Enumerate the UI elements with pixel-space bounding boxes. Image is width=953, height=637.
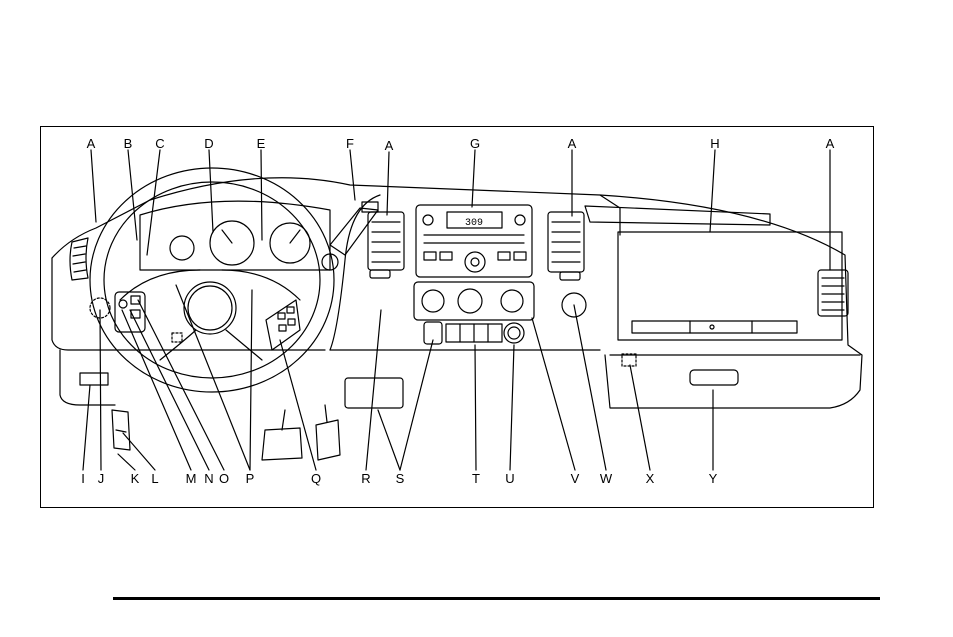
- callout-label-e: E: [257, 137, 266, 150]
- climate-control: [414, 282, 534, 320]
- callout-label-a: A: [826, 137, 835, 150]
- callout-label-l: L: [151, 472, 158, 485]
- callout-label-o: O: [219, 472, 229, 485]
- fuse-panel-marker: [622, 354, 636, 366]
- callout-label-g: G: [470, 137, 480, 150]
- glove-box-trim: [632, 321, 797, 333]
- callout-label-w: W: [600, 472, 612, 485]
- callout-label-x: X: [646, 472, 655, 485]
- pedals: [262, 405, 340, 460]
- callout-label-r: R: [361, 472, 370, 485]
- callout-label-a: A: [385, 139, 394, 152]
- shift-lever: [330, 208, 378, 255]
- left-outboard-vent: [70, 238, 88, 280]
- callout-label-k: K: [131, 472, 140, 485]
- parking-brake-pedal: [112, 410, 130, 450]
- lower-switch-bank: [424, 322, 524, 344]
- steering-wheel-left-controls: [115, 292, 145, 332]
- callout-label-i: I: [81, 472, 85, 485]
- right-outboard-vent: [818, 270, 848, 316]
- callout-label-d: D: [204, 137, 213, 150]
- callout-label-t: T: [472, 472, 480, 485]
- callout-label-b: B: [124, 137, 133, 150]
- callout-label-h: H: [710, 137, 719, 150]
- airbag-indicator: [172, 333, 182, 342]
- callout-label-n: N: [204, 472, 213, 485]
- footer-rule: [113, 597, 880, 600]
- callout-label-f: F: [346, 137, 354, 150]
- hood-release-lever: [80, 373, 108, 385]
- callout-label-q: Q: [311, 472, 321, 485]
- callout-label-a: A: [87, 137, 96, 150]
- callout-label-c: C: [155, 137, 164, 150]
- callout-label-j: J: [98, 472, 105, 485]
- center-right-vent: [548, 212, 584, 280]
- callout-label-a: A: [568, 137, 577, 150]
- callout-label-y: Y: [709, 472, 718, 485]
- glove-box-handle: [690, 370, 738, 385]
- radio-display-text: 309: [465, 218, 483, 229]
- callout-label-u: U: [505, 472, 514, 485]
- callout-label-v: V: [571, 472, 580, 485]
- glove-box-upper: [618, 232, 842, 340]
- callout-label-p: P: [246, 472, 255, 485]
- shift-lever-button: [362, 202, 378, 212]
- callout-label-s: S: [396, 472, 405, 485]
- center-left-vent: [368, 212, 404, 278]
- audio-system: [416, 205, 532, 277]
- callout-label-m: M: [186, 472, 197, 485]
